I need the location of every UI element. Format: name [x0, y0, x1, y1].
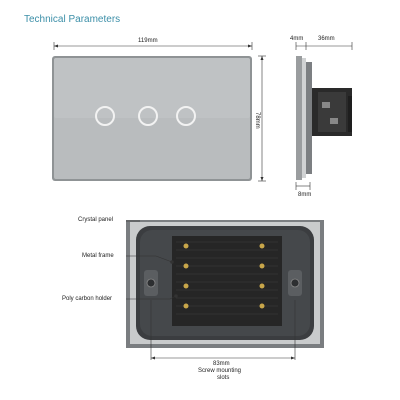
callout-lines [126, 220, 178, 300]
front-panel [52, 56, 252, 181]
screw-spacing-dimension [150, 300, 296, 360]
crystal-panel-callout: Crystal panel [78, 217, 114, 223]
screw-slots-label-line2: slots [217, 375, 230, 381]
touch-button-1 [95, 106, 115, 126]
height-dimension [258, 55, 266, 182]
height-dimension-label: 78mm [254, 112, 260, 129]
screw-spacing-label: 83mm [213, 361, 230, 367]
width-dimension-label: 119mm [138, 38, 158, 44]
width-dimension [53, 42, 253, 50]
touch-button-2 [138, 106, 158, 126]
side-plate-label: 4mm [290, 36, 304, 42]
page-title: Technical Parameters [24, 14, 121, 25]
poly-carbon-holder-callout: Poly carbon holder [62, 296, 113, 302]
metal-frame-callout: Metal frame [82, 253, 114, 259]
side-depth-label: 36mm [318, 36, 335, 42]
side-bottom-label: 8mm [298, 192, 312, 198]
touch-button-3 [176, 106, 196, 126]
screw-slots-label-line1: Screw mounting [198, 368, 242, 374]
side-view [295, 42, 353, 190]
rear-view [126, 220, 324, 348]
